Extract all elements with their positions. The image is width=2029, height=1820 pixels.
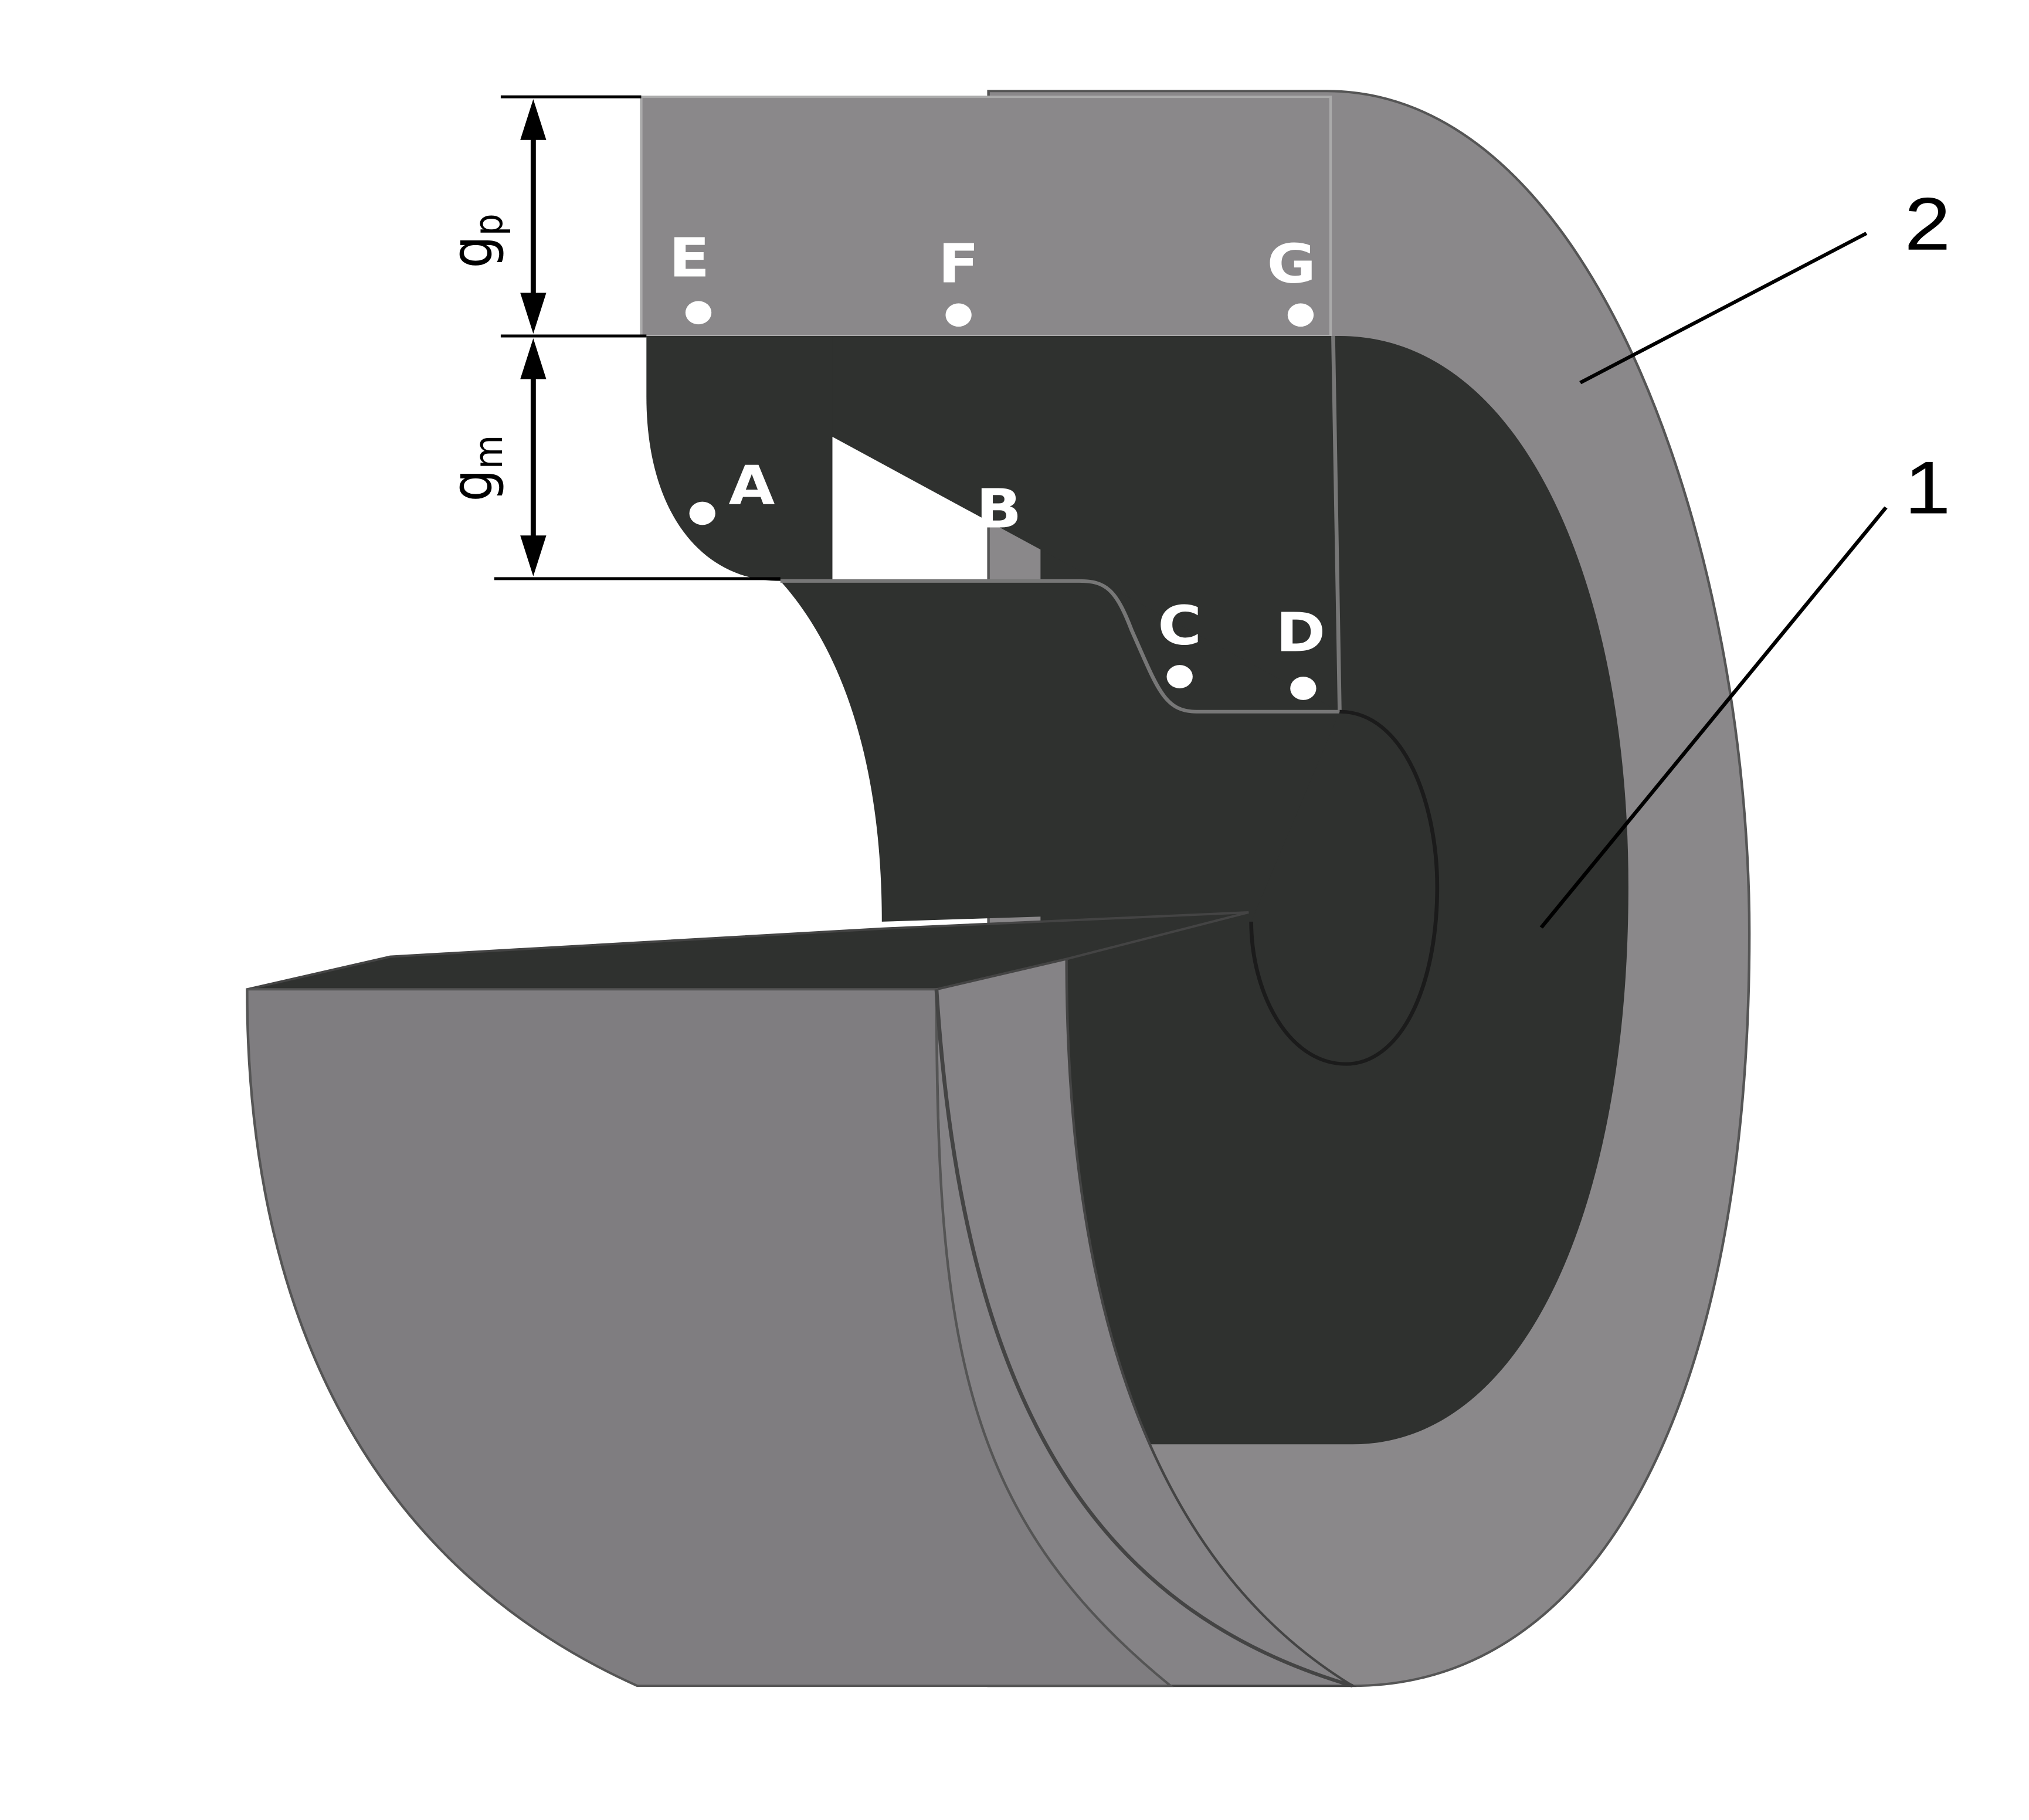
- leader-line-1: [1539, 506, 1888, 929]
- point-d-label: D: [1276, 601, 1326, 664]
- point-e-marker: [685, 301, 712, 325]
- ring-edge: [934, 989, 1353, 1688]
- point-d-marker: [1290, 677, 1317, 700]
- part-1-label: 1: [1905, 446, 1951, 529]
- section-outline: [780, 335, 1342, 714]
- gm-label: gm: [439, 435, 511, 502]
- point-a-marker: [689, 501, 715, 525]
- point-e-label: E: [669, 227, 710, 290]
- point-g-label: G: [1267, 233, 1317, 296]
- point-f-label: F: [938, 233, 979, 296]
- measurement-points: [685, 301, 1317, 700]
- point-f-marker: [945, 303, 972, 327]
- top-gap-region: [640, 96, 1332, 338]
- leader-line-2: [1579, 232, 1868, 385]
- inner-bore: [1249, 709, 1440, 1066]
- point-c-marker: [1166, 665, 1193, 688]
- part-2-label: 2: [1905, 182, 1951, 266]
- point-c-label: C: [1158, 594, 1202, 657]
- gp-label: gp: [439, 213, 511, 268]
- point-b-marker: [945, 542, 972, 566]
- point-a-label: A: [728, 454, 775, 517]
- point-g-marker: [1287, 303, 1314, 327]
- dimension-lines: [494, 95, 781, 580]
- point-b-label: B: [976, 477, 1022, 540]
- dimension-arrows: [520, 99, 547, 576]
- front-face-left: [246, 988, 1174, 1687]
- cross-section: [646, 336, 1340, 922]
